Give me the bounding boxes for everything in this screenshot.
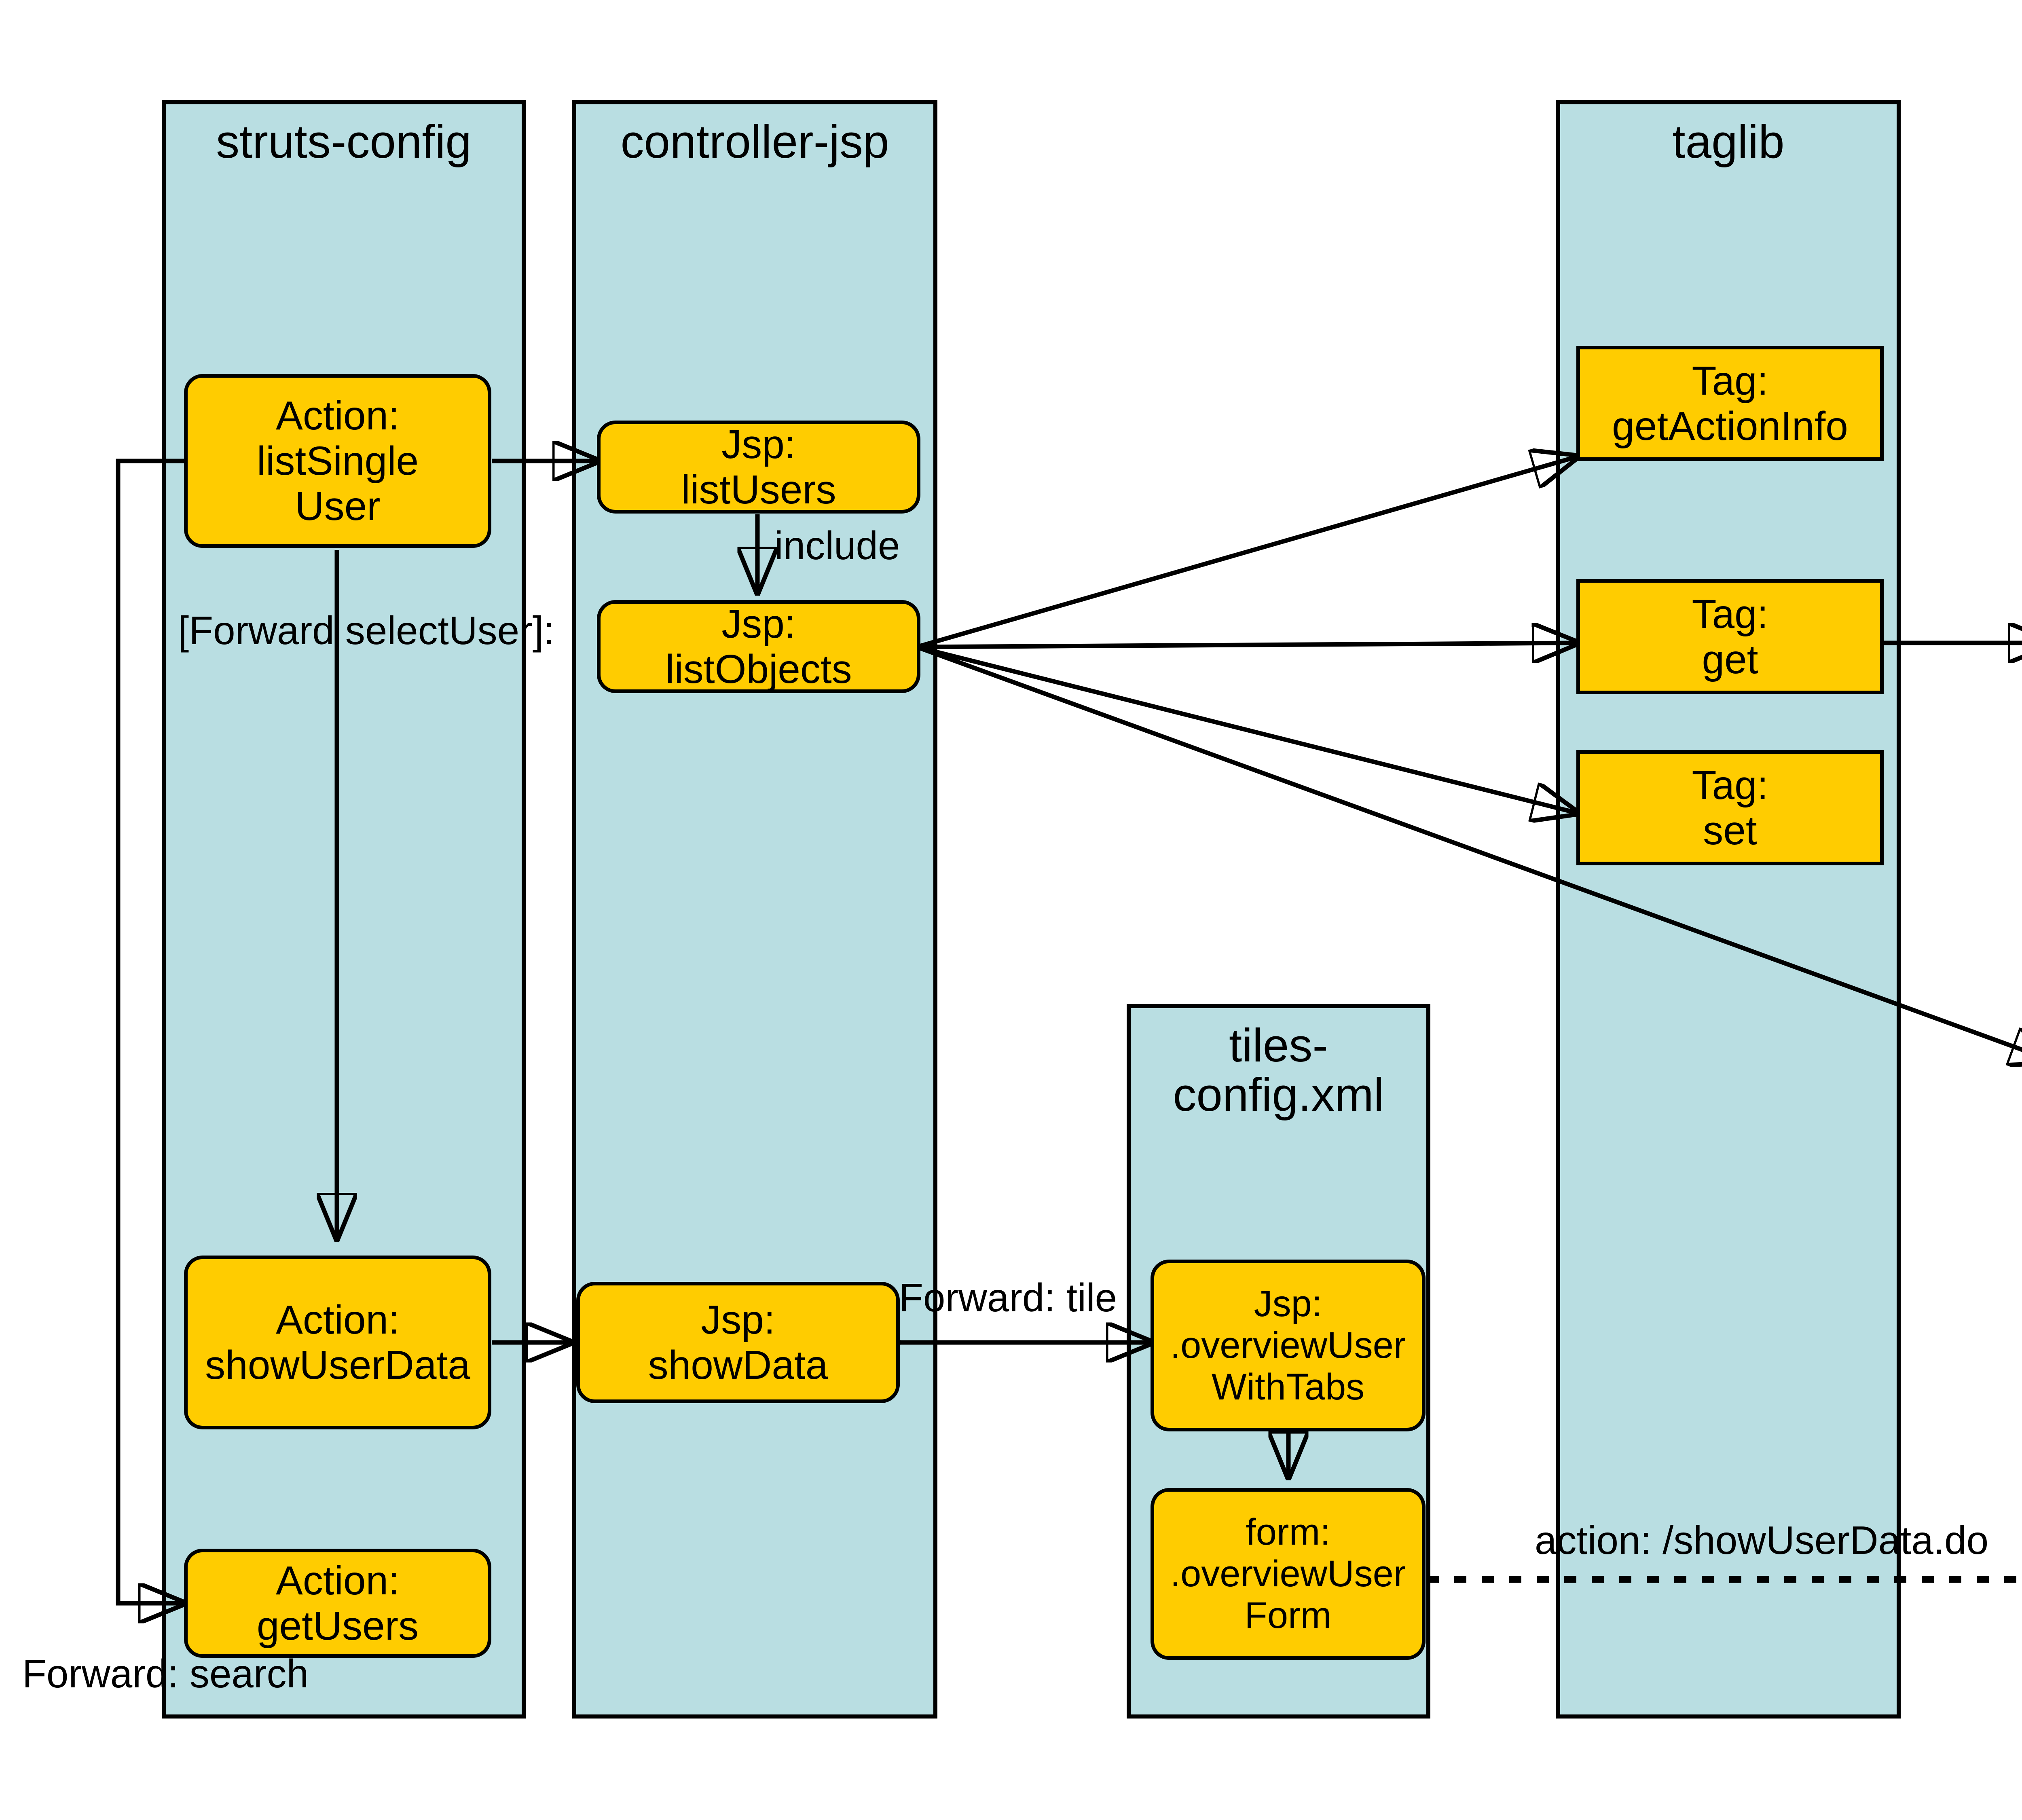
lane-controller-jsp	[572, 100, 937, 1719]
edge-listobjects-to-getactioninfo	[916, 457, 1576, 649]
node-tag-get-action-info[interactable]: Tag: getActionInfo	[1576, 346, 1884, 461]
node-jsp-list-users[interactable]: Jsp: listUsers	[597, 421, 920, 514]
lane-taglib	[1556, 100, 1901, 1719]
edge-listobjects-to-get	[916, 643, 1576, 647]
node-action-get-users[interactable]: Action: getUsers	[184, 1549, 491, 1658]
node-tag-get[interactable]: Tag: get	[1576, 579, 1884, 694]
edge-listobjects-to-set	[916, 645, 1576, 813]
node-action-show-user-data[interactable]: Action: showUserData	[184, 1256, 491, 1429]
node-tag-set[interactable]: Tag: set	[1576, 750, 1884, 865]
node-jsp-show-data[interactable]: Jsp: showData	[576, 1282, 900, 1403]
node-jsp-list-objects[interactable]: Jsp: listObjects	[597, 600, 920, 693]
lane-struts-config	[162, 100, 526, 1719]
node-form-overview-user-form[interactable]: form: .overviewUser Form	[1151, 1488, 1426, 1660]
node-action-list-single-user[interactable]: Action: listSingle User	[184, 374, 491, 548]
node-jsp-overview-user-with-tabs[interactable]: Jsp: .overviewUser WithTabs	[1151, 1260, 1426, 1431]
